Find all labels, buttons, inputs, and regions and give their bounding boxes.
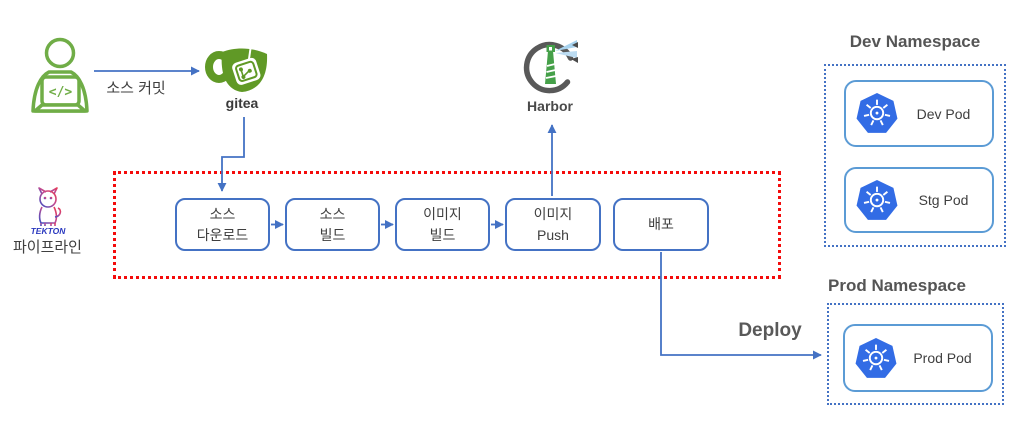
gitea-icon [202,42,274,103]
source-commit-label: 소스 커밋 [106,80,166,97]
step-label: Push [537,226,569,243]
step-label: 이미지 [533,206,573,223]
dev-pod-card: Dev Pod [844,80,994,147]
harbor-label: Harbor [527,98,573,114]
prod-namespace-box: Prod Pod [827,303,1004,405]
step-deploy: 배포 [613,198,709,251]
tekton-logo-text: TEKTON [31,226,67,235]
tekton-icon: TEKTON [30,187,68,240]
dev-pod-label: Dev Pod [916,105,971,122]
step-label: 소스 [319,206,346,223]
step-label: 배포 [648,216,674,233]
dev-namespace-title: Dev Namespace [849,32,981,51]
step-source-download: 소스 다운로드 [175,198,270,251]
kubernetes-icon [855,337,897,378]
deploy-label: Deploy [738,320,802,341]
kubernetes-icon [856,179,898,220]
step-image-push: 이미지 Push [505,198,601,251]
step-label: 다운로드 [196,226,249,243]
step-label: 빌드 [429,226,456,243]
prod-pod-card: Prod Pod [843,324,993,392]
prod-pod-label: Prod Pod [913,350,972,366]
harbor-icon [522,37,580,104]
step-label: 이미지 [423,206,462,223]
prod-namespace-title: Prod Namespace [828,276,966,295]
gitea-label: gitea [225,95,259,111]
stg-pod-label: Stg Pod [918,192,969,208]
dev-namespace-box: Dev Pod Stg Pod [824,64,1006,247]
svg-text:</>: </> [49,85,73,100]
step-label: 빌드 [319,226,346,243]
pipeline-boundary [113,171,781,279]
kubernetes-icon [856,92,898,133]
step-source-build: 소스 빌드 [285,198,380,251]
step-image-build: 이미지 빌드 [395,198,490,251]
tekton-pipeline-label: 파이프라인 [12,239,82,256]
step-label: 소스 [209,206,236,223]
developer-icon: </> [26,36,92,119]
stg-pod-card: Stg Pod [844,167,994,233]
